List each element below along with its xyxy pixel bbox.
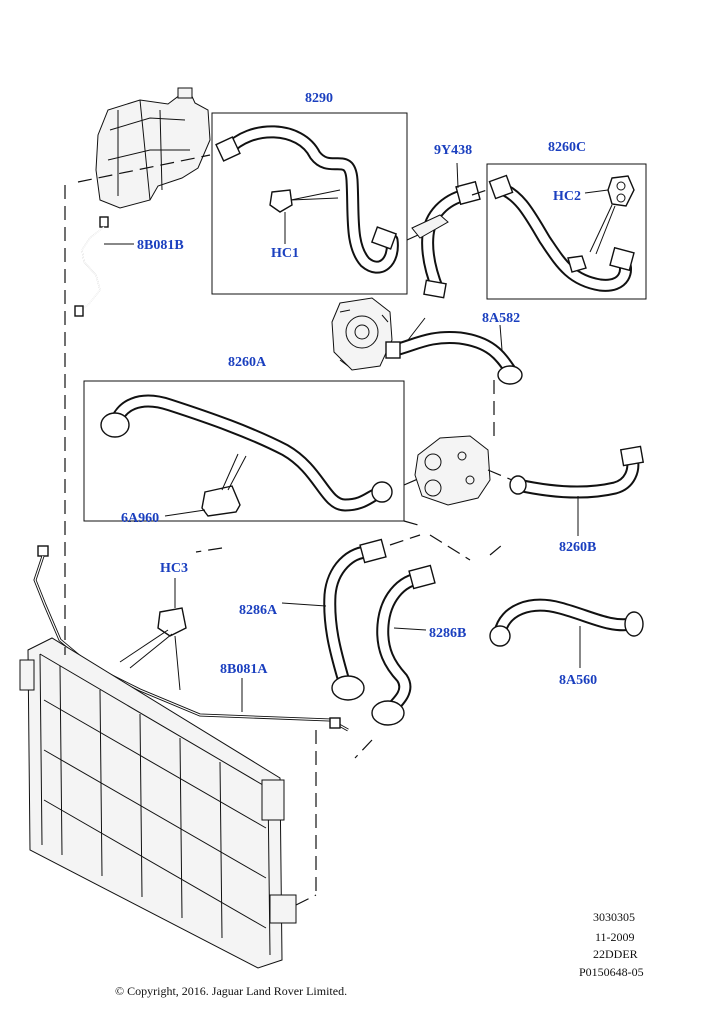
box-8260c <box>486 163 647 300</box>
label-8b081a: 8B081A <box>220 662 268 677</box>
radiator <box>19 637 297 969</box>
thermostat-housing <box>414 435 491 506</box>
label-8260c: 8260C <box>548 140 586 155</box>
reference-code: 3030305 <box>593 910 635 924</box>
expansion-tank <box>95 87 211 209</box>
reference-block: 3030305 11-2009 22DDER P0150648-05 <box>579 910 644 979</box>
label-8a560: 8A560 <box>559 673 597 688</box>
label-hc1: HC1 <box>271 246 299 261</box>
label-8286b: 8286B <box>429 626 466 641</box>
copyright-notice: © Copyright, 2016. Jaguar Land Rover Lim… <box>115 984 347 998</box>
label-8b081b: 8B081B <box>137 238 184 253</box>
hose-clip-hc3 <box>119 578 187 691</box>
reference-date: 11-2009 <box>595 930 635 944</box>
label-8260a: 8260A <box>228 355 267 370</box>
label-hc2: HC2 <box>553 189 581 204</box>
label-6a960: 6A960 <box>121 511 159 526</box>
hose-8260b <box>509 445 645 536</box>
hose-8260a <box>100 394 393 517</box>
hose-8286b <box>371 564 436 726</box>
label-8286a: 8286A <box>239 603 278 618</box>
reference-illustration: P0150648-05 <box>579 965 644 979</box>
hose-8a560 <box>489 598 644 668</box>
label-8290: 8290 <box>305 91 333 106</box>
hose-8a582 <box>385 317 523 385</box>
hose-8260c <box>488 174 635 292</box>
hose-9y438 <box>411 162 481 299</box>
box-8290 <box>211 112 408 295</box>
label-9y438: 9Y438 <box>434 143 472 158</box>
hose-8290 <box>215 125 399 274</box>
label-8a582: 8A582 <box>482 311 520 326</box>
label-8260b: 8260B <box>559 540 596 555</box>
sensor-harness-8b081b <box>74 216 134 317</box>
box-8260a <box>83 380 405 522</box>
leader-lines <box>64 154 513 906</box>
label-hc3: HC3 <box>160 561 188 576</box>
water-pump <box>331 297 393 371</box>
reference-model: 22DDER <box>593 947 638 961</box>
hose-8286a <box>281 538 387 701</box>
